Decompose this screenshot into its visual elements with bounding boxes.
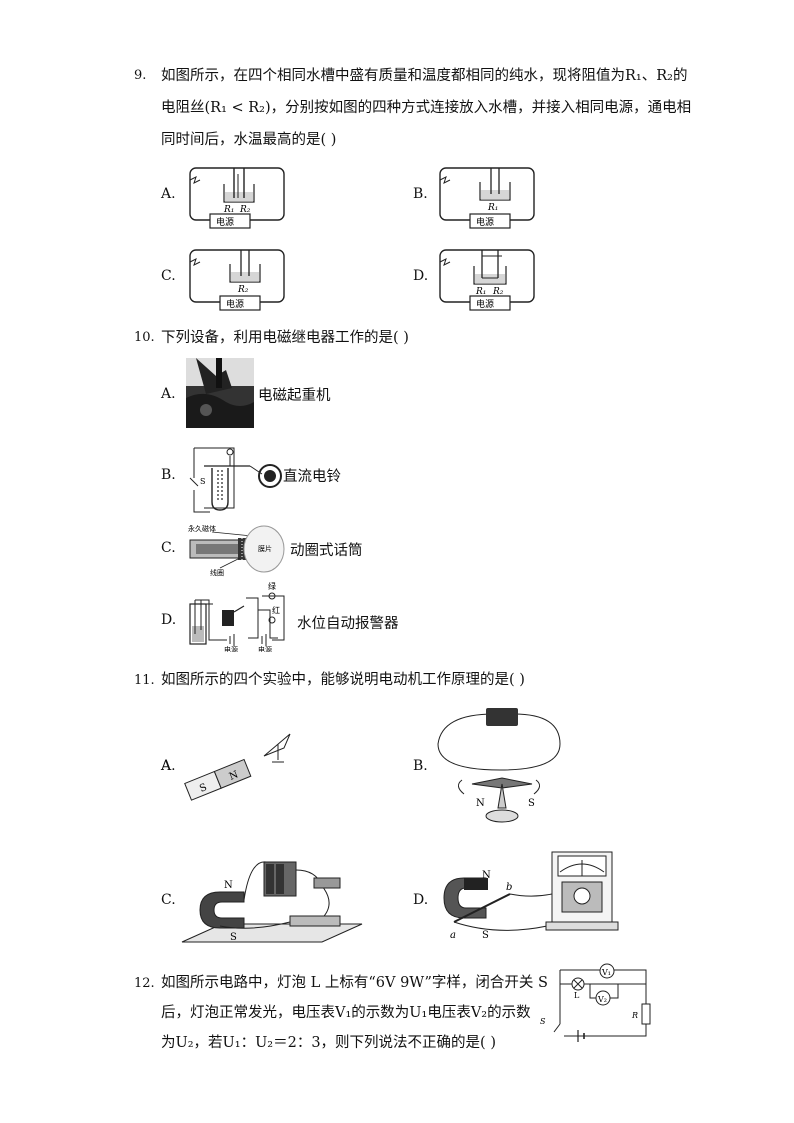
r2-label: R₂: [239, 205, 251, 215]
green-light-label: 绿: [268, 582, 276, 591]
wire-end-a-label: a: [450, 930, 456, 941]
electric-bell-diagram: S: [186, 440, 282, 516]
option-a-label: A.: [161, 758, 176, 774]
circuit-figure-b: R₁ 电源: [436, 164, 538, 236]
needle-n-label: N: [476, 798, 485, 809]
magnet-n-label: N: [482, 870, 491, 881]
circuit-diagram: V₁ L V₂ R S: [538, 962, 656, 1042]
option-c-label: C.: [161, 268, 176, 284]
coil-label: 线圈: [210, 568, 224, 577]
option-c-caption: 动圈式话筒: [290, 543, 363, 559]
question-line: 下列设备，利用电磁继电器工作的是( ): [161, 330, 409, 346]
needle-s-label: S: [528, 798, 535, 809]
option-a-label: A.: [161, 386, 176, 402]
power-label: 电源: [216, 216, 234, 228]
r1-label: R₁: [475, 287, 486, 297]
circuit-figure-d: R₁ R₂ 电源: [436, 246, 538, 318]
magnet-label: 永久磁体: [188, 524, 216, 533]
wire-end-b-label: b: [506, 882, 512, 893]
v1-label: V₁: [601, 968, 611, 977]
magnet-s-label: S: [482, 930, 489, 941]
magnet-s-label: S: [198, 782, 209, 795]
option-b-label: B.: [413, 186, 428, 202]
power-label: 电源: [226, 298, 244, 310]
lamp-label: L: [574, 991, 580, 1000]
magnet-compass-figure: S N: [180, 722, 310, 808]
option-d-label: D.: [413, 268, 429, 284]
power-label-2: 电源: [258, 645, 272, 652]
circuit-figure-c: R₂ 电源: [186, 246, 288, 318]
option-c-label: C.: [161, 540, 176, 556]
question-line: 同时间后，水温最高的是( ): [161, 132, 337, 148]
question-number: 9.: [134, 68, 147, 83]
magnet-n-label: N: [224, 880, 233, 891]
galvanometer-experiment-figure: N S a b: [440, 848, 620, 944]
question-line: 如图所示电路中，灯泡 L 上标有“6V 9W”字样，闭合开关 S: [161, 975, 548, 991]
question-line: 为U₂，若U₁：U₂＝2：3，则下列说法不正确的是( ): [161, 1035, 496, 1051]
r2-label: R₂: [237, 285, 249, 295]
r1-label: R₁: [223, 205, 234, 215]
moving-coil-microphone-diagram: 永久磁体 膜片 线圈: [186, 522, 286, 578]
option-b-label: B.: [161, 467, 176, 483]
question-line: 电阻丝(R₁ < R₂)，分别按如图的四种方式连接放入水槽，并接入相同电源，通电…: [161, 100, 692, 116]
red-light-label: 红: [272, 605, 280, 615]
circuit-figure-a: R₁ R₂ 电源: [186, 164, 288, 236]
question-number: 12.: [134, 976, 155, 991]
switch-label: S: [200, 477, 205, 486]
electromagnetic-crane-photo: [186, 358, 254, 428]
r1-label: R₁: [487, 203, 498, 213]
magnet-n-label: N: [228, 769, 240, 783]
option-d-caption: 水位自动报警器: [297, 616, 399, 632]
question-line: 如图所示，在四个相同水槽中盛有质量和温度都相同的纯水，现将阻值为R₁、R₂的: [161, 68, 688, 84]
option-c-label: C.: [161, 892, 176, 908]
magnet-s-label: S: [230, 932, 237, 943]
water-level-alarm-diagram: 绿 红 电源 电源: [186, 580, 292, 652]
option-d-label: D.: [413, 892, 429, 908]
electromagnetic-induction-figure: N S: [180, 850, 364, 950]
power-label: 电源: [476, 216, 494, 228]
r2-label: R₂: [492, 287, 504, 297]
option-d-label: D.: [161, 612, 177, 628]
power-label: 电源: [476, 298, 494, 310]
question-number: 10.: [134, 330, 155, 345]
question-line: 如图所示的四个实验中，能够说明电动机工作原理的是( ): [161, 672, 525, 688]
oersted-experiment-figure: N S: [432, 704, 564, 828]
option-b-label: B.: [413, 758, 428, 774]
option-b-caption: 直流电铃: [283, 469, 341, 485]
question-line: 后，灯泡正常发光，电压表V₁的示数为U₁电压表V₂的示数: [161, 1005, 531, 1021]
resistor-label: R: [631, 1011, 638, 1020]
option-a-label: A: [161, 758, 172, 774]
v2-label: V₂: [597, 995, 607, 1004]
option-a-caption: 电磁起重机: [258, 388, 331, 404]
option-a-label: A.: [161, 186, 176, 202]
power-label-1: 电源: [224, 645, 238, 652]
switch-label: S: [540, 1017, 546, 1026]
question-number: 11.: [134, 673, 155, 688]
diaphragm-label: 膜片: [258, 544, 272, 553]
